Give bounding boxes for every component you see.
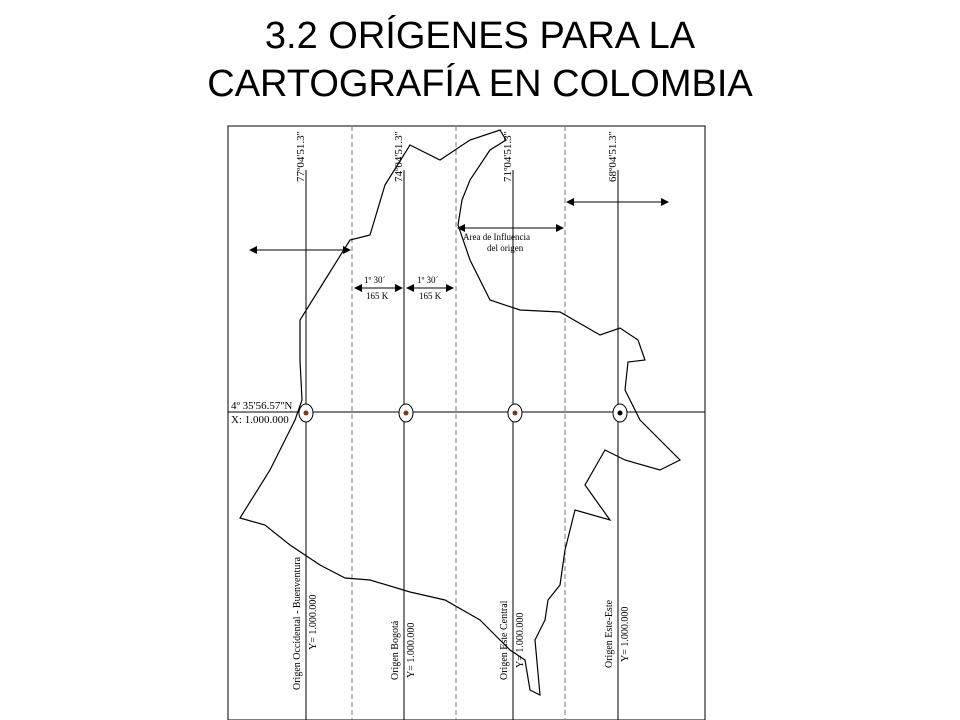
diagram-frame — [227, 125, 706, 720]
meridian-label: 68º04'51.3'' — [607, 131, 619, 182]
meridian-label: 77º04'51.3'' — [295, 131, 307, 182]
meridian-lines — [305, 170, 619, 720]
slide-title: 3.2 ORÍGENES PARA LA CARTOGRAFÍA EN COLO… — [0, 12, 960, 108]
latitude-label: 4º 35'56.57''N — [231, 400, 292, 412]
origin-y-label: Y= 1.000.000 — [515, 613, 526, 668]
origin-y-label: Y= 1.000.000 — [308, 595, 319, 650]
origin-marker — [398, 403, 414, 423]
origin-y-label: Y= 1.000.000 — [620, 607, 631, 662]
zone-angle-label: 1º 30´ — [417, 275, 439, 285]
origin-marker — [507, 403, 523, 423]
origin-name-label: Origen Este-Este — [604, 599, 615, 668]
influence-area-label: del origen — [487, 243, 524, 253]
zone-angle-label: 1º 30´ — [364, 275, 386, 285]
zone-distance-label: 165 K — [366, 291, 389, 301]
influence-area-label: Area de Influencia — [463, 232, 530, 242]
title-line-2: CARTOGRAFÍA EN COLOMBIA — [207, 63, 753, 105]
origin-name-label: Origen Bogotá — [390, 620, 401, 680]
origin-marker — [612, 403, 628, 423]
zone-distance-label: 165 K — [419, 291, 442, 301]
x-origin-label: X: 1.000.000 — [231, 414, 289, 426]
zone-boundaries — [351, 126, 566, 720]
origin-marker — [298, 403, 314, 423]
origin-markers — [298, 403, 628, 423]
origin-name-label: Origen Occidental - Buenventura — [292, 556, 303, 690]
meridian-label: 71º04'51.3'' — [502, 131, 514, 182]
meridian-label: 74º04'51.3'' — [393, 131, 405, 182]
title-line-1: 3.2 ORÍGENES PARA LA — [264, 15, 696, 57]
origin-y-label: Y= 1.000.000 — [406, 623, 417, 678]
origin-name-label: Origen Este Central — [499, 600, 510, 680]
